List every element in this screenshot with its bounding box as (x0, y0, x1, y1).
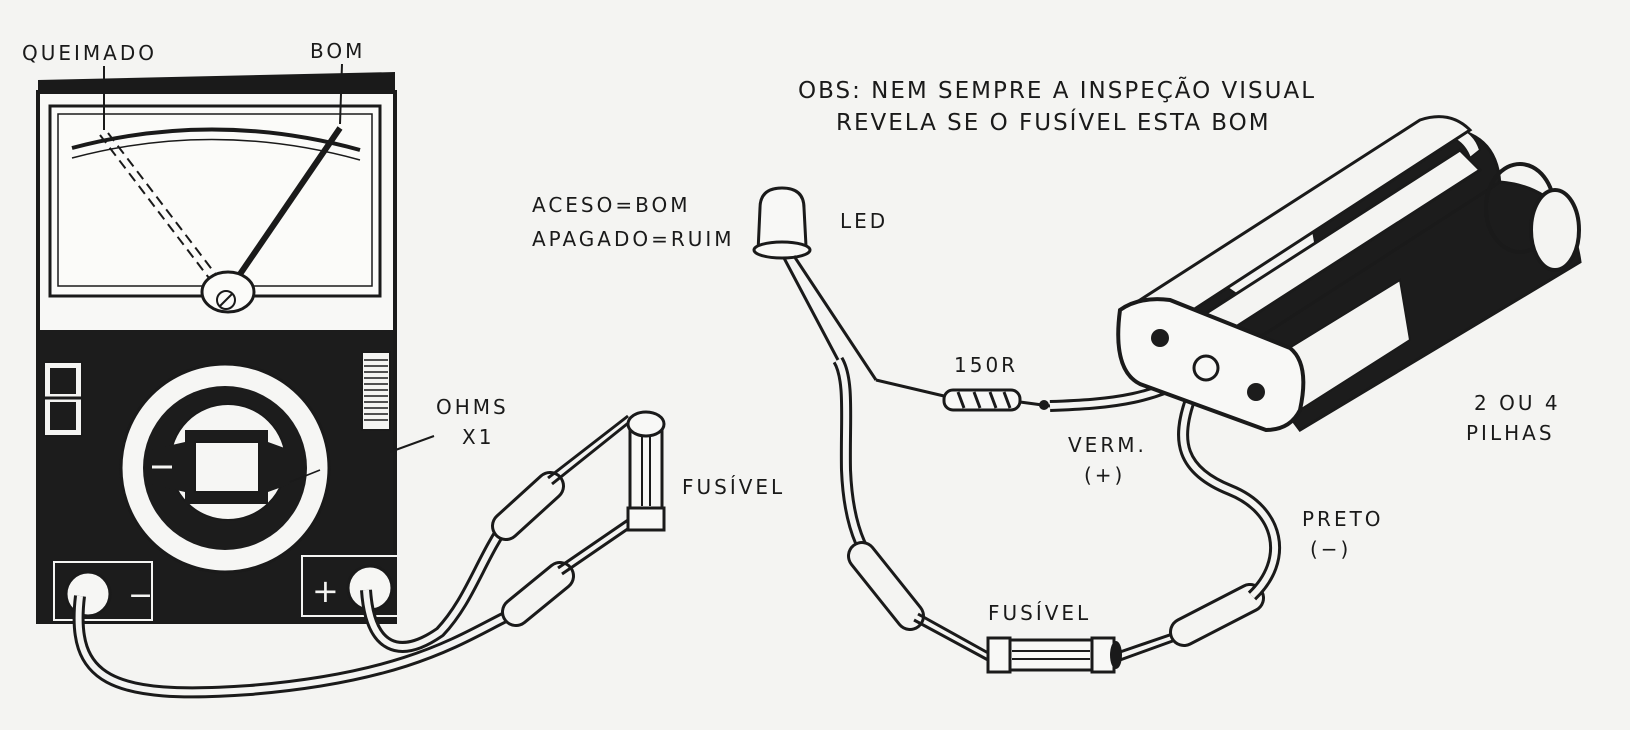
range-leader-line (389, 435, 435, 453)
note-line-2: REVELA SE O FUSÍVEL ESTA BOM (836, 108, 1271, 136)
multimeter: − + (36, 72, 435, 624)
label-resistor: 150R (954, 353, 1018, 377)
pointer-good (233, 126, 343, 282)
label-led: LED (840, 209, 888, 233)
led-key-lit: ACESO=BOM (532, 193, 691, 217)
label-black-wire-sign: (−) (1310, 537, 1351, 561)
label-fuse-right: FUSÍVEL (988, 601, 1091, 625)
battery-holder (1116, 115, 1582, 433)
terminal-plus-sign: + (312, 572, 339, 610)
terminal-minus-sign: − (128, 578, 153, 613)
label-fuse-left: FUSÍVEL (682, 475, 785, 499)
note-line-1: OBS: NEM SEMPRE A INSPEÇÃO VISUAL (798, 76, 1316, 104)
label-good: BOM (310, 39, 365, 63)
pivot-screw (216, 290, 236, 310)
label-burnt: QUEIMADO (22, 41, 157, 65)
good-leader-line (339, 63, 343, 125)
label-range-ohms: OHMS (436, 395, 509, 419)
fuse-vertical (626, 410, 666, 532)
label-red-wire: VERM. (1068, 433, 1147, 457)
led-key-off: APAGADO=RUIM (532, 227, 735, 251)
label-red-wire-sign: (+) (1084, 463, 1125, 487)
label-black-wire: PRETO (1302, 507, 1384, 531)
multimeter-test-leads (72, 414, 633, 699)
meter-zero-adjust (361, 351, 391, 431)
label-battery-count: 2 OU 4 (1474, 391, 1561, 415)
fuse-horizontal (986, 636, 1122, 674)
led-return-wire (832, 356, 991, 662)
terminal-negative-jack (64, 570, 112, 618)
meter-display-window (48, 104, 382, 298)
label-range-x1: X1 (462, 425, 494, 449)
led (752, 186, 878, 381)
label-battery-cells: PILHAS (1466, 421, 1555, 445)
meter-scale-arc (71, 127, 361, 152)
resistor (875, 378, 1051, 412)
